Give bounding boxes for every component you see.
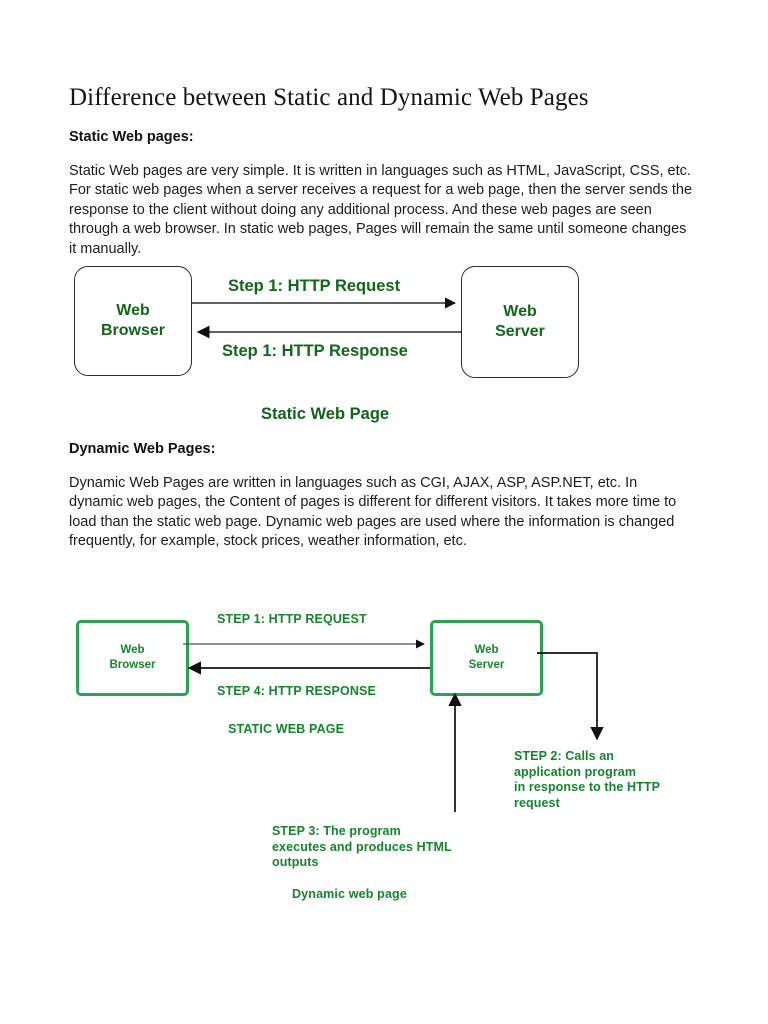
dynamic-diagram-web-browser-node: Web Browser	[76, 620, 189, 696]
static-diagram-web-server-node: Web Server	[461, 266, 579, 378]
static-diagram-response-label: Step 1: HTTP Response	[222, 342, 408, 360]
static-diagram-caption: Static Web Page	[261, 405, 390, 423]
static-diagram-web-browser-node: Web Browser	[74, 266, 192, 376]
dynamic-section-paragraph: Dynamic Web Pages are written in languag…	[69, 474, 677, 550]
static-section-heading: Static Web pages:	[69, 129, 194, 145]
dynamic-diagram-step1-label: STEP 1: HTTP REQUEST	[217, 612, 367, 626]
dynamic-diagram-web-server-node: Web Server	[430, 620, 543, 696]
dynamic-diagram-step3-note: STEP 3: The program executes and produce…	[272, 824, 452, 869]
dynamic-diagram-step2-arrow	[537, 652, 604, 741]
dynamic-diagram-static-web-page-caption: STATIC WEB PAGE	[228, 722, 345, 736]
static-diagram-request-label: Step 1: HTTP Request	[228, 277, 401, 295]
dynamic-diagram-caption: Dynamic web page	[292, 887, 407, 901]
dynamic-diagram-step4-label: STEP 4: HTTP RESPONSE	[217, 684, 376, 698]
page-title: Difference between Static and Dynamic We…	[69, 84, 589, 111]
static-section-paragraph: Static Web pages are very simple. It is …	[69, 162, 693, 257]
dynamic-section-heading: Dynamic Web Pages:	[69, 441, 216, 457]
dynamic-diagram-step2-note: STEP 2: Calls an application program in …	[514, 749, 661, 810]
